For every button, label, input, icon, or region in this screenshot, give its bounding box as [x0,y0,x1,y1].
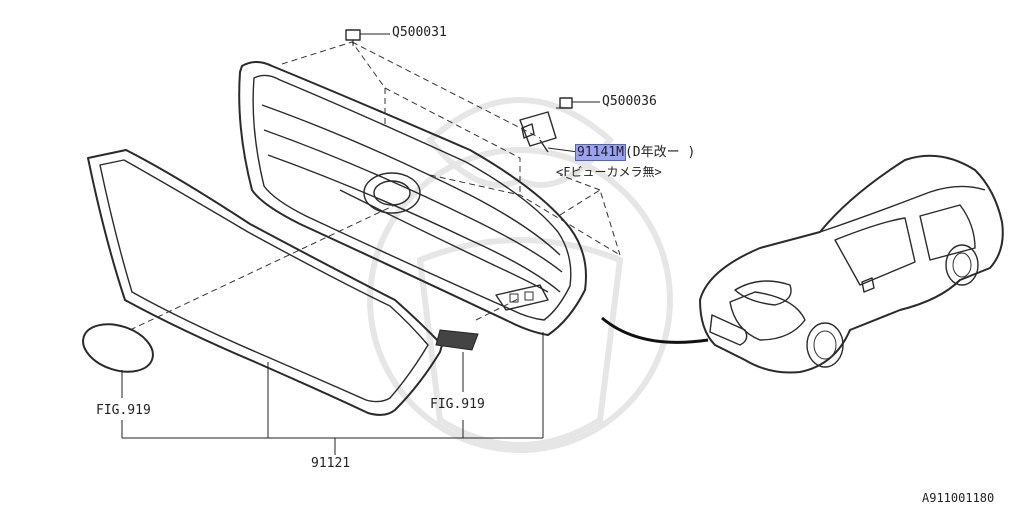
ref-label-fig919-left[interactable]: FIG.919 [96,403,151,418]
part-label-91141m-group: 91141M(D年改ー ) [575,143,696,161]
ref-label-fig919-right[interactable]: FIG.919 [430,397,485,412]
bolt-q500036-icon [556,97,600,109]
drawing-code: A911001180 [922,491,995,505]
view-pointer-arrow [601,316,709,344]
grille-outer-frame [87,149,443,416]
camera-bracket [519,111,579,153]
part-label-q500036[interactable]: Q500036 [602,94,657,109]
watermark-logo [367,97,673,453]
part-label-91141m[interactable]: 91141M [575,144,626,161]
part-note-camera: <Fビューカメラ無> [556,165,662,179]
grille-body [238,61,587,336]
vehicle-illustration [699,154,1004,374]
leader-lines [121,332,544,455]
sti-badge [435,329,479,392]
part-note-91141m: (D年改ー ) [624,145,696,160]
front-emblem [82,323,154,398]
part-label-q500031[interactable]: Q500031 [392,25,447,40]
part-label-91121[interactable]: 91121 [311,456,351,471]
bolt-q500031-icon [345,29,390,46]
exploded-guide-lines [129,41,621,331]
